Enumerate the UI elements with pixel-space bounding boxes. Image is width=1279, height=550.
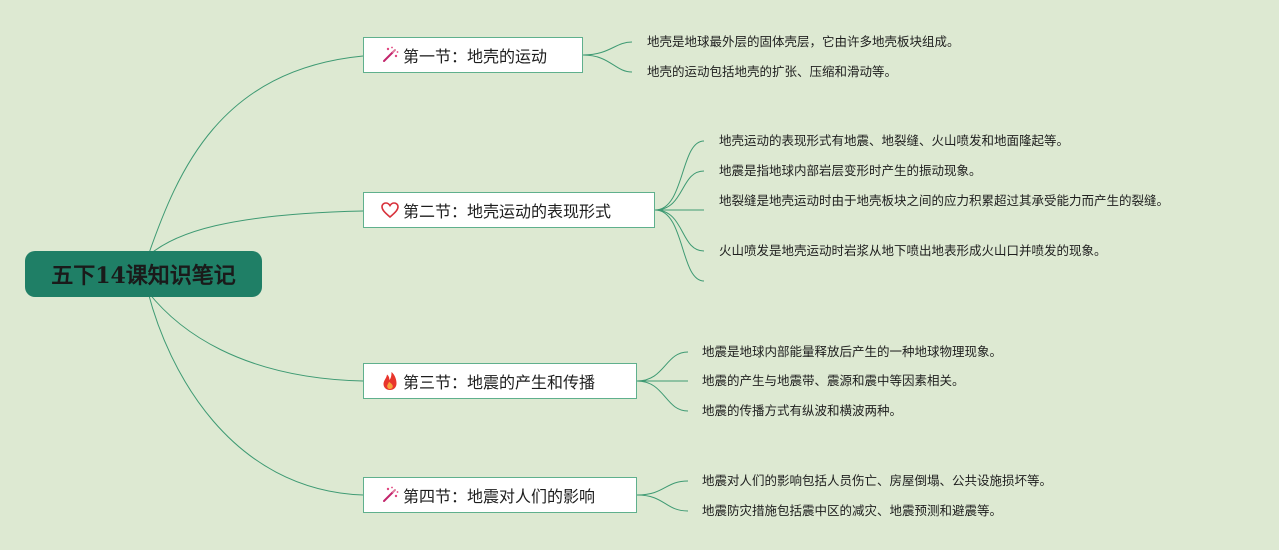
section-1-title: 第一节：地壳的运动 [403, 47, 548, 66]
fire-icon [380, 371, 400, 391]
section-1-leaf-2[interactable]: 地壳的运动包括地壳的扩张、压缩和滑动等。 [647, 64, 898, 79]
section-4-title: 第四节：地震对人们的影响 [403, 487, 596, 506]
section-1-node[interactable]: 第一节：地壳的运动 [363, 37, 583, 73]
connector-s3-leaf-1 [636, 351, 689, 382]
connector-s2-leaf-2 [654, 170, 705, 211]
connector-s4-leaf-2 [636, 494, 689, 512]
section-2-title: 第二节：地壳运动的表现形式 [403, 202, 612, 221]
root-topic[interactable]: 五下14课知识笔记 [25, 251, 262, 297]
connector-s2-leaf-4 [654, 209, 705, 252]
section-4-node[interactable]: 第四节：地震对人们的影响 [363, 477, 637, 513]
connector-s2-leaf-1 [654, 140, 705, 211]
connector-root-section-4 [147, 291, 364, 496]
section-4-leaf-1[interactable]: 地震对人们的影响包括人员伤亡、房屋倒塌、公共设施损坏等。 [702, 473, 1053, 488]
section-3-title: 第三节：地震的产生和传播 [403, 373, 596, 392]
section-2-leaf-1[interactable]: 地壳运动的表现形式有地震、地裂缝、火山喷发和地面隆起等。 [719, 133, 1070, 148]
connector-s1-leaf-1 [582, 41, 633, 56]
magic-wand-icon [380, 485, 400, 505]
connector-s1-leaf-2 [582, 54, 633, 73]
section-3-leaf-2[interactable]: 地震的产生与地震带、震源和震中等因素相关。 [702, 373, 965, 388]
connector-s2-leaf-5 [654, 209, 705, 282]
section-2-leaf-3[interactable]: 地裂缝是地壳运动时由于地壳板块之间的应力积累超过其承受能力而产生的裂缝。 [719, 193, 1170, 208]
root-title: 五下14课知识笔记 [51, 263, 236, 289]
connector-root-section-3 [147, 291, 364, 382]
magic-wand-icon [380, 45, 400, 65]
section-2-leaf-4[interactable]: 火山喷发是地壳运动时岩浆从地下喷出地表形成火山口并喷发的现象。 [719, 243, 1107, 258]
section-3-leaf-3[interactable]: 地震的传播方式有纵波和横波两种。 [702, 403, 903, 418]
heart-icon [380, 200, 400, 220]
section-3-node[interactable]: 第三节：地震的产生和传播 [363, 363, 637, 399]
section-2-node[interactable]: 第二节：地壳运动的表现形式 [363, 192, 655, 228]
section-1-leaf-1[interactable]: 地壳是地球最外层的固体壳层，它由许多地壳板块组成。 [647, 34, 960, 49]
section-2-leaf-2[interactable]: 地震是指地球内部岩层变形时产生的振动现象。 [719, 163, 982, 178]
connector-root-section-2 [147, 210, 364, 257]
connector-s3-leaf-3 [636, 380, 689, 412]
section-4-leaf-2[interactable]: 地震防灾措施包括震中区的减灾、地震预测和避震等。 [702, 503, 1003, 518]
connector-root-section-1 [147, 55, 364, 257]
connector-s4-leaf-1 [636, 480, 689, 496]
section-3-leaf-1[interactable]: 地震是地球内部能量释放后产生的一种地球物理现象。 [702, 344, 1003, 359]
